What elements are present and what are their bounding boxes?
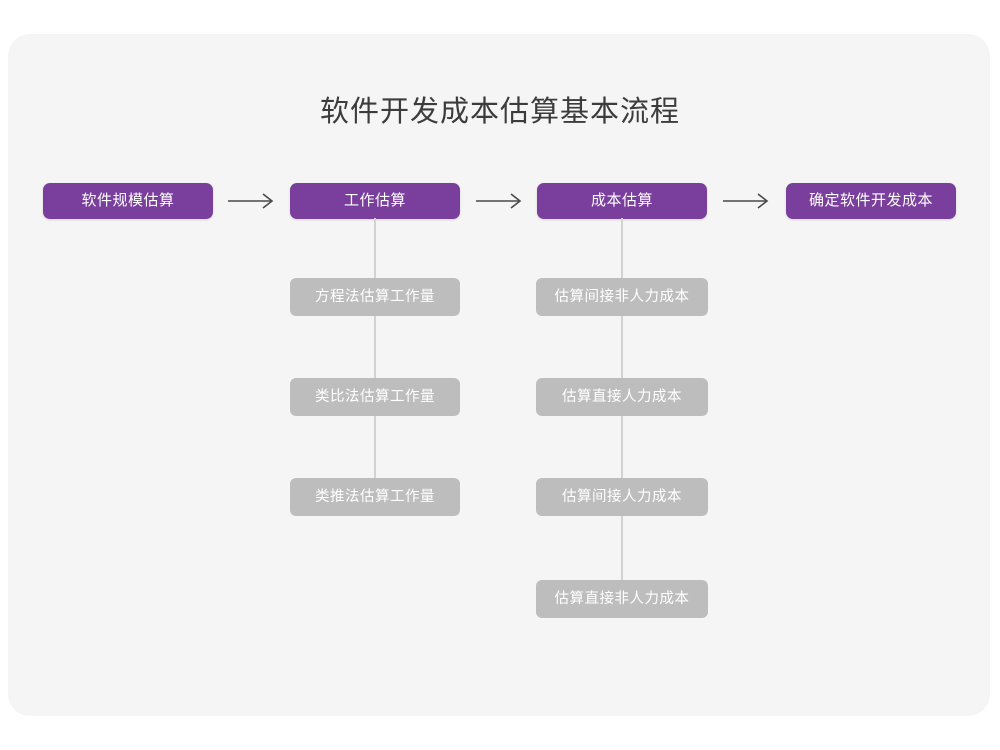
page-title: 软件开发成本估算基本流程 — [319, 96, 680, 128]
diagram-panel — [8, 34, 990, 716]
arrow-right-icon-2 — [476, 191, 524, 211]
substep-box-2-3[interactable]: 类推法估算工作量 — [290, 478, 460, 516]
substep-box-3-2[interactable]: 估算直接人力成本 — [536, 378, 708, 416]
stage-box-1[interactable]: 软件规模估算 — [43, 183, 213, 219]
substep-box-3-3[interactable]: 估算间接人力成本 — [536, 478, 708, 516]
connector-line-column-2 — [374, 218, 376, 516]
substep-box-3-1[interactable]: 估算间接非人力成本 — [536, 278, 708, 316]
arrow-right-icon-3 — [723, 191, 771, 211]
substep-box-3-4[interactable]: 估算直接非人力成本 — [536, 580, 708, 618]
substep-box-2-2[interactable]: 类比法估算工作量 — [290, 378, 460, 416]
arrow-right-icon-1 — [228, 191, 276, 211]
connector-line-column-3 — [621, 218, 623, 618]
stage-box-3[interactable]: 成本估算 — [537, 183, 707, 219]
stage-box-2[interactable]: 工作估算 — [290, 183, 460, 219]
stage-box-4[interactable]: 确定软件开发成本 — [786, 183, 956, 219]
substep-box-2-1[interactable]: 方程法估算工作量 — [290, 278, 460, 316]
